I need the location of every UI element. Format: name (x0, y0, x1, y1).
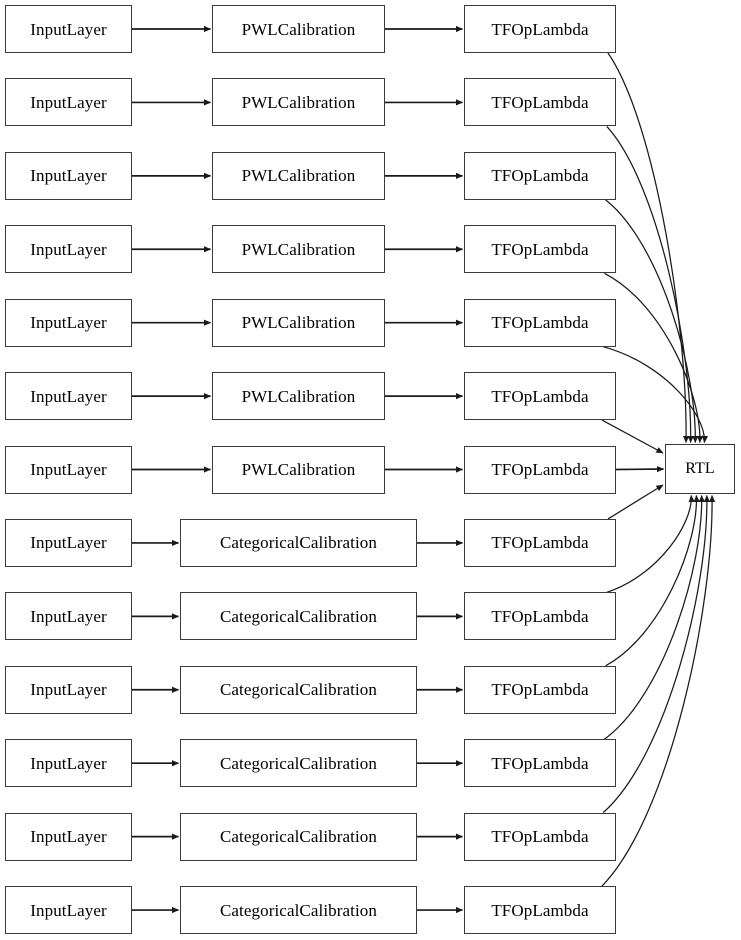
node-input-layer[interactable]: InputLayer (5, 518, 132, 567)
node-categorical-calibration[interactable]: CategoricalCalibration (180, 812, 417, 861)
node-input-layer[interactable]: InputLayer (5, 5, 132, 53)
node-categorical-calibration[interactable]: CategoricalCalibration (180, 739, 417, 788)
node-tfop-lambda[interactable]: TFOpLambda (464, 298, 616, 347)
node-tfop-lambda[interactable]: TFOpLambda (464, 151, 616, 200)
node-input-layer[interactable]: InputLayer (5, 298, 132, 347)
node-input-layer[interactable]: InputLayer (5, 812, 132, 861)
node-input-layer[interactable]: InputLayer (5, 739, 132, 788)
node-tfop-lambda[interactable]: TFOpLambda (464, 518, 616, 567)
node-categorical-calibration[interactable]: CategoricalCalibration (180, 518, 417, 567)
node-pwl-calibration[interactable]: PWLCalibration (212, 225, 385, 274)
node-input-layer[interactable]: InputLayer (5, 592, 132, 641)
node-tfop-lambda[interactable]: TFOpLambda (464, 78, 616, 127)
node-tfop-lambda[interactable]: TFOpLambda (464, 5, 616, 53)
node-pwl-calibration[interactable]: PWLCalibration (212, 445, 385, 494)
node-tfop-lambda[interactable]: TFOpLambda (464, 665, 616, 714)
node-tfop-lambda[interactable]: TFOpLambda (464, 812, 616, 861)
node-tfop-lambda[interactable]: TFOpLambda (464, 372, 616, 421)
node-pwl-calibration[interactable]: PWLCalibration (212, 372, 385, 421)
node-pwl-calibration[interactable]: PWLCalibration (212, 78, 385, 127)
node-input-layer[interactable]: InputLayer (5, 151, 132, 200)
node-tfop-lambda[interactable]: TFOpLambda (464, 739, 616, 788)
node-categorical-calibration[interactable]: CategoricalCalibration (180, 665, 417, 714)
node-input-layer[interactable]: InputLayer (5, 372, 132, 421)
node-tfop-lambda[interactable]: TFOpLambda (464, 225, 616, 274)
node-input-layer[interactable]: InputLayer (5, 665, 132, 714)
node-rtl-output[interactable]: RTL (665, 444, 735, 494)
node-tfop-lambda[interactable]: TFOpLambda (464, 445, 616, 494)
node-input-layer[interactable]: InputLayer (5, 78, 132, 127)
node-pwl-calibration[interactable]: PWLCalibration (212, 151, 385, 200)
node-categorical-calibration[interactable]: CategoricalCalibration (180, 886, 417, 935)
node-input-layer[interactable]: InputLayer (5, 445, 132, 494)
node-input-layer[interactable]: InputLayer (5, 886, 132, 935)
node-categorical-calibration[interactable]: CategoricalCalibration (180, 592, 417, 641)
node-tfop-lambda[interactable]: TFOpLambda (464, 592, 616, 641)
node-input-layer[interactable]: InputLayer (5, 225, 132, 274)
node-tfop-lambda[interactable]: TFOpLambda (464, 886, 616, 935)
node-pwl-calibration[interactable]: PWLCalibration (212, 298, 385, 347)
node-pwl-calibration[interactable]: PWLCalibration (212, 5, 385, 53)
